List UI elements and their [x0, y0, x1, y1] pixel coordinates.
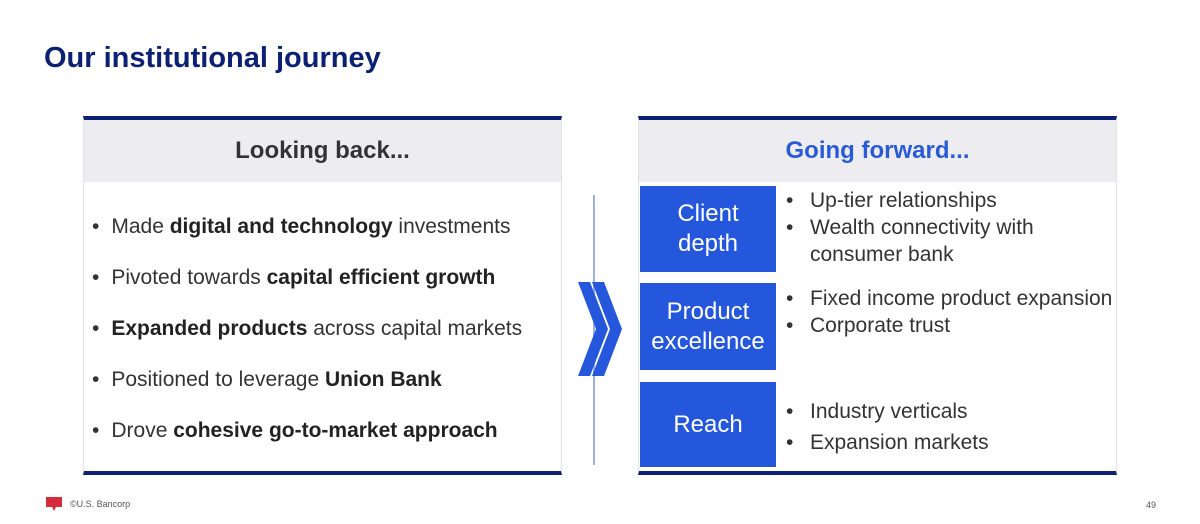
bullet-text: Pivoted towards	[111, 266, 267, 289]
going-forward-panel: Going forward... Client depth Up-tier re…	[638, 116, 1117, 475]
divider-line	[593, 195, 595, 465]
bullet-bold-text: digital and technology	[169, 215, 393, 238]
bullet: Expanded products across capital markets	[92, 317, 522, 341]
row-item: Corporate trust	[786, 312, 1112, 339]
bullet-bold-text: Expanded products	[111, 317, 308, 340]
copyright: ©U.S. Bancorp	[70, 499, 131, 509]
looking-back-header: Looking back...	[84, 120, 561, 182]
page-number: 49	[1145, 500, 1156, 510]
row-label: Client depth	[640, 186, 776, 272]
bullet-text: Drove	[111, 419, 174, 442]
going-forward-header: Going forward...	[639, 120, 1116, 182]
looking-back-panel: Looking back... Made digital and technol…	[83, 116, 562, 475]
row-items: Up-tier relationships Wealth connectivit…	[786, 187, 1115, 268]
row-item: Up-tier relationships	[786, 187, 1115, 214]
row-item: Expansion markets	[786, 427, 989, 458]
bullet-text: Positioned to leverage	[111, 368, 325, 391]
bullet-bold-text: capital efficient growth	[266, 266, 496, 289]
bank-logo-icon	[46, 497, 62, 511]
row-label: Product excellence	[640, 283, 776, 370]
page-title: Our institutional journey	[44, 42, 381, 74]
bullet-bold-text: Union Bank	[325, 368, 442, 391]
double-chevron-icon	[578, 282, 622, 376]
bullet: Pivoted towards capital efficient growth	[92, 266, 495, 290]
bullet: Drove cohesive go-to-market approach	[92, 419, 498, 443]
bullet-text: Made	[111, 215, 170, 238]
bullet: Made digital and technology investments	[92, 215, 510, 239]
bullet-text: across capital markets	[307, 317, 523, 340]
row-items: Fixed income product expansion Corporate…	[786, 285, 1112, 339]
bullet-bold-text: cohesive go-to-market approach	[173, 419, 498, 442]
row-item: Wealth connectivity with consumer bank	[786, 214, 1115, 268]
row-item: Industry verticals	[786, 396, 989, 427]
row-items: Industry verticals Expansion markets	[786, 396, 989, 458]
row-label: Reach	[640, 382, 776, 467]
row-item: Fixed income product expansion	[786, 285, 1112, 312]
bullet-text: investments	[392, 215, 511, 238]
footer: ©U.S. Bancorp	[46, 497, 130, 511]
bullet: Positioned to leverage Union Bank	[92, 368, 442, 392]
